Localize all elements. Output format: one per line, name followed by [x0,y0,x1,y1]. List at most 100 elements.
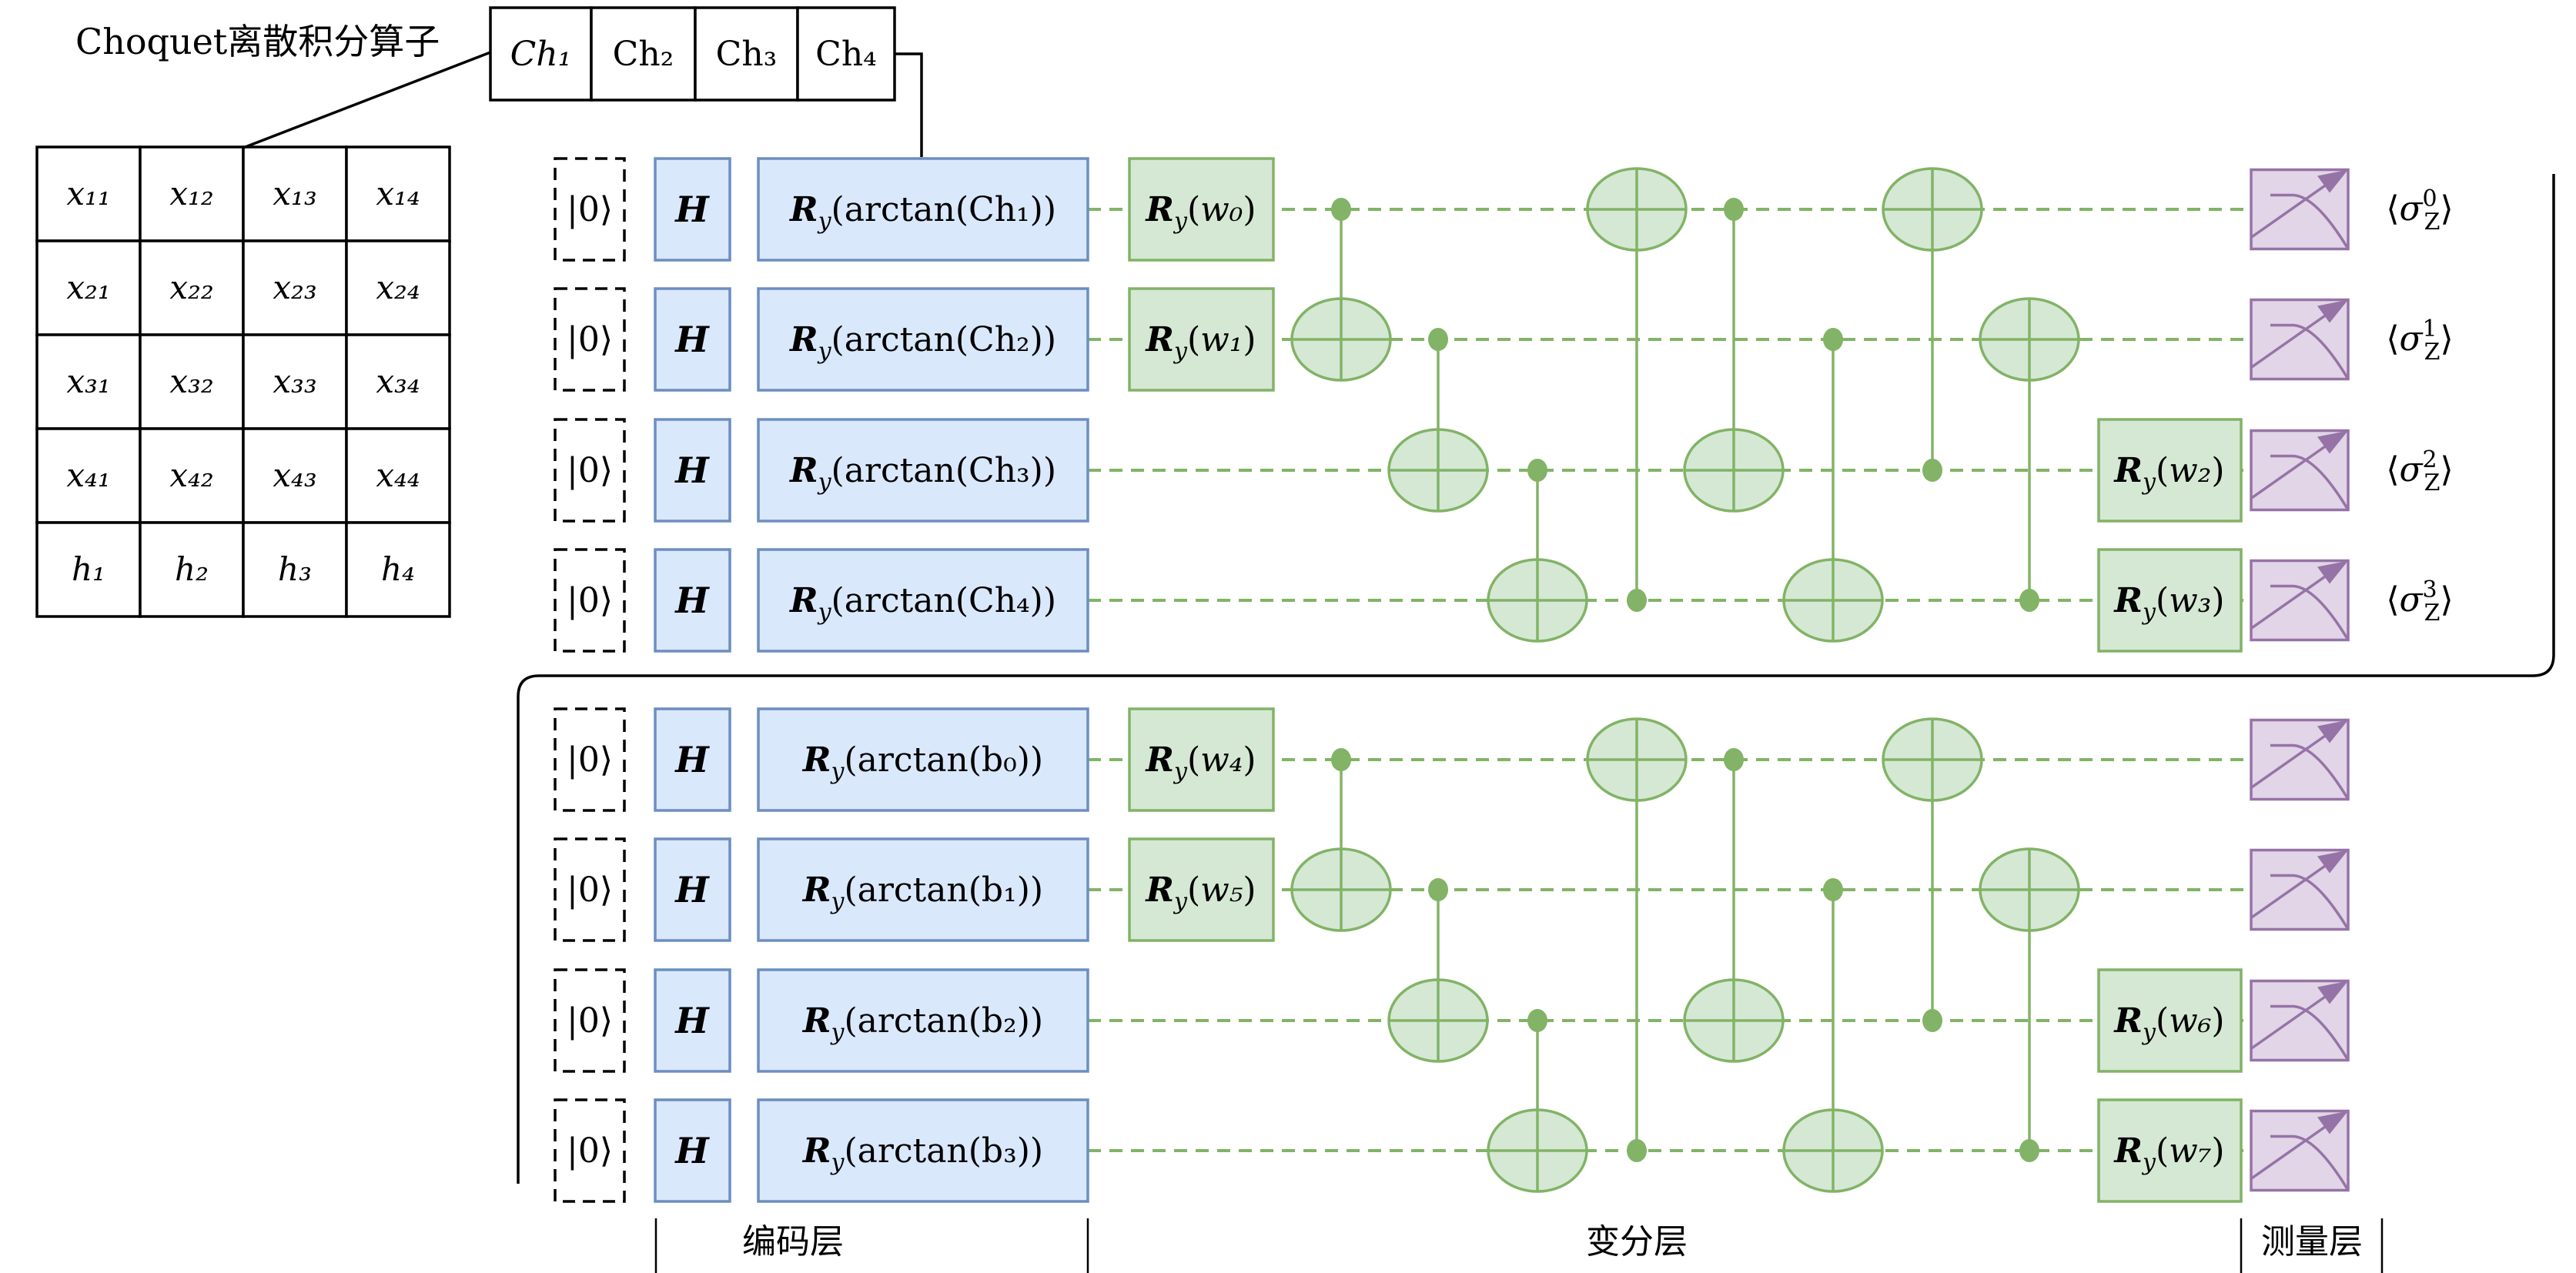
variational-ry-label: Ry(w₃) [2113,581,2224,626]
layer-annotations: 编码层 变分层 测量层 [654,1218,2384,1273]
channel-cell-border [694,6,799,102]
ry-symbol: R [801,1131,831,1171]
matrix-cell-border [35,521,142,618]
matrix-cell: h₂ [139,521,245,618]
encoding-argument: (arctan(b₂)) [844,1001,1043,1041]
matrix-cell: x₁₃ [242,145,348,242]
cnot-control-dot [1627,589,1647,612]
cnot-control-dot [1724,748,1744,771]
initial-state-box [554,548,626,653]
initial-state-label: |0⟩ [567,581,613,620]
matrix-cell-border [139,521,245,618]
variational-ry-gate: Ry(w₆) [2097,968,2243,1073]
cnot-gate [1290,198,1392,382]
hadamard-gate: H [654,548,731,653]
cnot-gate [1782,878,1884,1193]
variational-ry-box [2097,548,2243,653]
weight-param: w₆ [2169,1001,2211,1041]
ry-subscript: y [817,469,832,496]
hadamard-gate-box [654,418,731,523]
variational-ry-gate: Ry(w₅) [1128,837,1275,942]
channel-cell-border [489,6,593,102]
variational-ry-label: Ry(w₅) [1144,870,1256,915]
measurement-gate [2250,848,2350,931]
matrix-cell-border [35,427,142,524]
channel-label: Ch₂ [613,35,674,74]
title-matrix-connector [243,51,491,149]
cnot-gate [1487,459,1588,643]
variational-ry-gate: Ry(w₂) [2097,418,2243,523]
hadamard-label: H [674,1130,710,1171]
hadamard-gate: H [654,707,731,812]
initial-state-box [554,287,626,392]
measurement-gate [2250,979,2350,1062]
matrix-value: x₁₂ [169,175,213,212]
measurement-gate [2250,429,2350,512]
hadamard-gate: H [654,1098,731,1203]
cnot-control-dot [1331,748,1351,771]
initial-state-box [554,418,626,523]
matrix-cell-border [345,239,451,336]
weight-param: w₄ [1200,740,1243,780]
matrix-cell-border [139,239,245,336]
matrix-cell: x₁₁ [35,145,142,242]
matrix-cell: x₃₃ [242,333,348,430]
variational-ry-box [1128,287,1275,392]
variational-ry-label: Ry(w₇) [2113,1131,2224,1176]
meter-icon [2250,430,2350,511]
cnot-target [1387,428,1489,513]
initial-state-label: |0⟩ [567,320,613,359]
hadamard-gate-box [654,837,731,942]
channel-cell: Ch₂ [590,6,697,102]
hadamard-label: H [674,449,710,491]
hadamard-gate-box [654,287,731,392]
encoding-argument: (arctan(b₁)) [844,870,1043,910]
initial-state: |0⟩ [554,837,626,942]
matrix-cell: x₁₂ [139,145,245,242]
encoding-ry-gate: Ry(arctan(Ch₁)) [757,157,1089,262]
hadamard-gate-box [654,968,731,1073]
matrix-cell: x₂₁ [35,239,142,336]
channel-cell: Ch₄ [796,6,896,102]
sigma-superscript: 0 [2423,185,2437,212]
matrix-value: h₂ [175,550,209,588]
cnot-gate [1387,878,1489,1063]
weight-param: w₀ [1200,190,1243,229]
encoding-argument: (arctan(b₃)) [844,1131,1043,1171]
variational-ry-box [1128,707,1275,812]
encoding-ry-label: Ry(arctan(b₁)) [801,870,1043,915]
variational-ry-gate: Ry(w₃) [2097,548,2243,653]
encoding-argument: (arctan(Ch₃)) [831,451,1056,490]
initial-state-box [554,707,626,812]
measurement-gate [2250,168,2350,251]
matrix-cell: x₄₁ [35,427,142,524]
initial-state: |0⟩ [554,548,626,653]
variational-ry-label: Ry(w₀) [1144,190,1256,235]
variational-ry-gate: Ry(w₇) [2097,1098,2243,1203]
encoding-ry-label: Ry(arctan(Ch₁)) [788,190,1056,235]
initial-state: |0⟩ [554,968,626,1073]
matrix-value: x₂₁ [66,269,110,306]
encoding-ry-label: Ry(arctan(b₃)) [801,1131,1043,1176]
matrix-value: x₃₁ [66,363,110,400]
matrix-value: x₄₄ [376,456,420,494]
hadamard-gate-box [654,707,731,812]
initial-state-box [554,157,626,262]
variational-ry-gate: Ry(w₀) [1128,157,1275,262]
cnot-target [1683,428,1785,513]
sigma-symbol: σ [2400,450,2424,489]
initial-state-box [554,837,626,942]
sigma-symbol: σ [2400,189,2424,229]
cnot-control-dot [1331,198,1351,221]
matrix-value: x₁₄ [376,175,420,212]
variational-ry-box [1128,157,1275,262]
initial-state-label: |0⟩ [567,1001,613,1041]
